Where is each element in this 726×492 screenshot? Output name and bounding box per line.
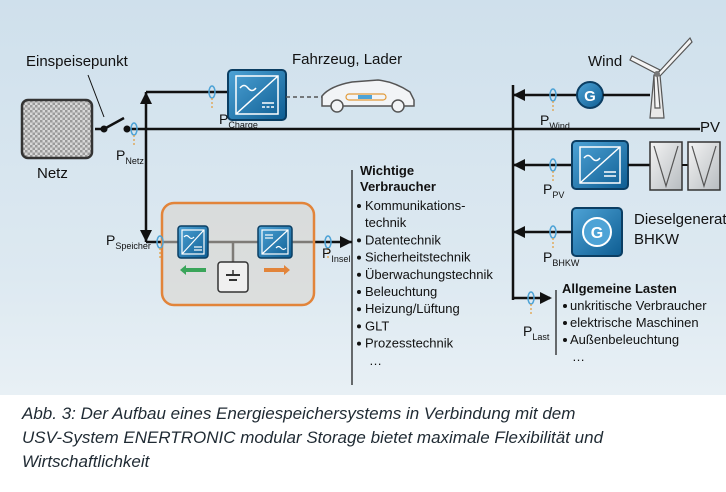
wichtige-title-line2: Verbraucher bbox=[360, 179, 436, 194]
label-wind: Wind bbox=[588, 53, 622, 70]
bullet bbox=[357, 272, 361, 277]
wichtige-list: Kommunikations-technikDatentechnikSicher… bbox=[357, 198, 493, 368]
generator-symbol: G bbox=[584, 88, 596, 105]
power-label-insel: PInsel bbox=[322, 245, 350, 264]
caption-line-3: Wirtschaftlichkeit bbox=[22, 452, 150, 471]
label-netz: Netz bbox=[37, 165, 68, 182]
power-label-speicher: PSpeicher bbox=[106, 232, 151, 251]
arrow-up-icon bbox=[140, 92, 152, 104]
einspeisepunkt-leader bbox=[87, 74, 105, 118]
pv-panel-icon bbox=[687, 141, 721, 191]
arrow-down-icon bbox=[140, 230, 152, 242]
label-fahrzeug-lader: Fahrzeug, Lader bbox=[292, 51, 402, 68]
power-label-wind: PWind bbox=[540, 112, 570, 131]
car-icon bbox=[321, 79, 415, 113]
pv-panel-icon bbox=[649, 141, 683, 191]
junction-dot bbox=[100, 125, 108, 133]
allgemeine-title: Allgemeine Lasten bbox=[562, 281, 677, 296]
allgemeine-item: Außenbeleuchtung bbox=[570, 332, 679, 347]
allgemeine-item: … bbox=[572, 349, 585, 364]
bullet bbox=[357, 204, 361, 208]
discharge-arrow-icon bbox=[264, 265, 290, 275]
arrow-right-icon bbox=[540, 292, 552, 304]
bullet bbox=[357, 307, 361, 312]
power-label-netz: PNetz bbox=[116, 147, 144, 166]
wichtige-item: Sicherheitstechnik bbox=[365, 250, 471, 265]
battery-icon bbox=[217, 261, 249, 293]
arrow-left-icon bbox=[513, 159, 525, 171]
sensors bbox=[130, 85, 557, 314]
bullet bbox=[563, 321, 567, 325]
allgemeine-item: elektrische Maschinen bbox=[570, 315, 699, 330]
wichtige-title-line1: Wichtige bbox=[360, 163, 414, 178]
diagram-background bbox=[0, 0, 726, 395]
junction-dot bbox=[123, 125, 131, 133]
power-label-charge: PCharge bbox=[219, 111, 258, 130]
allgemeine-list: unkritische Verbraucher elektrische Masch… bbox=[563, 298, 707, 364]
figure-caption: Abb. 3: Der Aufbau eines Energiespeicher… bbox=[22, 402, 712, 474]
wichtige-item: Datentechnik bbox=[365, 232, 441, 247]
bullet bbox=[563, 304, 567, 308]
allgemeine-item: unkritische Verbraucher bbox=[570, 298, 707, 313]
arrow-left-icon bbox=[513, 89, 525, 101]
label-einspeisepunkt: Einspeisepunkt bbox=[26, 53, 129, 70]
caption-line-1: Abb. 3: Der Aufbau eines Energiespeicher… bbox=[22, 404, 576, 423]
power-label-bhkw: PBHKW bbox=[543, 249, 580, 268]
power-label-pv: PPV bbox=[543, 181, 564, 200]
bullet bbox=[357, 341, 361, 346]
wichtige-item: Prozesstechnik bbox=[365, 336, 454, 351]
charge-arrow-icon bbox=[180, 265, 206, 275]
arrow-right-icon bbox=[340, 236, 352, 248]
arrow-left-icon bbox=[513, 226, 525, 238]
wichtige-item: Beleuchtung bbox=[365, 284, 437, 299]
generator-symbol: G bbox=[591, 225, 603, 242]
wichtige-item: … bbox=[369, 353, 382, 368]
wind-turbine-icon bbox=[629, 36, 693, 119]
wichtige-item: Kommunikations- bbox=[365, 198, 465, 213]
label-bhkw: BHKW bbox=[634, 231, 680, 248]
bullet bbox=[357, 255, 361, 260]
label-dieselgenerator: Dieselgenerator bbox=[634, 211, 726, 228]
label-pv: PV bbox=[700, 119, 720, 136]
wichtige-item: GLT bbox=[365, 318, 389, 333]
bullet bbox=[357, 290, 361, 294]
caption-line-2: USV-System ENERTRONIC modular Storage bi… bbox=[22, 428, 604, 447]
grid-icon bbox=[20, 98, 94, 160]
power-label-last: PLast bbox=[523, 323, 550, 342]
bullet bbox=[357, 238, 361, 243]
wichtige-item: technik bbox=[365, 215, 407, 230]
caption-background bbox=[0, 395, 726, 492]
wichtige-item: Heizung/Lüftung bbox=[365, 301, 460, 316]
bullet bbox=[357, 324, 361, 329]
bullet bbox=[563, 338, 567, 342]
wichtige-item: Überwachungstechnik bbox=[365, 267, 493, 282]
